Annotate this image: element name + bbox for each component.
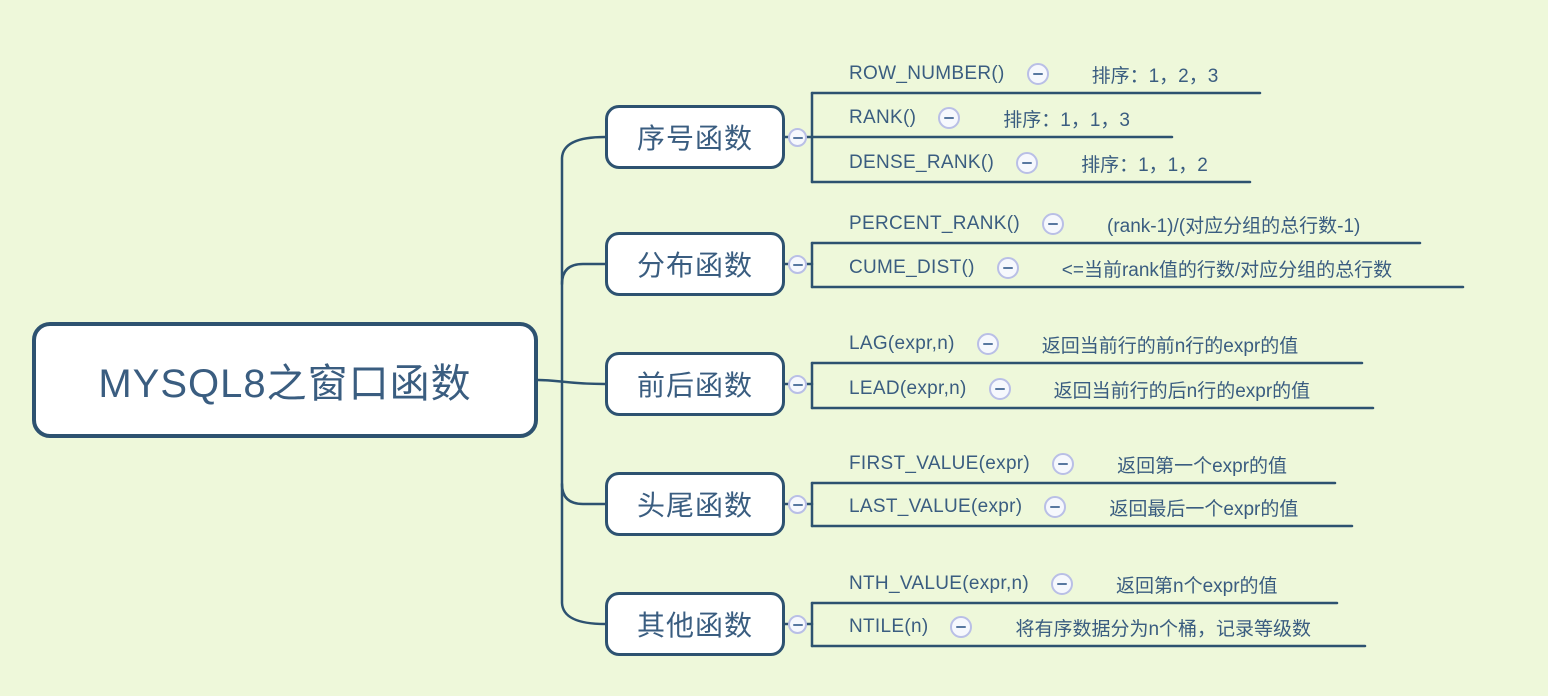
minus-glyph: [792, 503, 803, 506]
collapse-minus-icon[interactable]: [788, 615, 807, 634]
leaf-function-name: LAST_VALUE(expr): [849, 496, 1023, 517]
minus-glyph: [1048, 223, 1058, 225]
collapse-minus-icon[interactable]: [788, 375, 807, 394]
leaf-function-name: DENSE_RANK(): [849, 152, 995, 173]
minus-glyph: [792, 263, 803, 266]
leaf-topic-row-number[interactable]: ROW_NUMBER() 排序：1，2，3: [849, 57, 1218, 91]
collapse-minus-icon[interactable]: [1016, 152, 1039, 174]
minus-glyph: [792, 136, 803, 139]
leaf-function-name: LEAD(expr,n): [849, 378, 967, 399]
collapse-minus-icon[interactable]: [788, 495, 807, 514]
leaf-function-name: LAG(expr,n): [849, 333, 955, 354]
leaf-description: (rank-1)/(对应分组的总行数-1): [1107, 215, 1361, 237]
leaf-description: 排序：1，1，3: [1003, 109, 1130, 131]
collapse-minus-icon[interactable]: [950, 616, 973, 638]
collapse-minus-icon[interactable]: [988, 378, 1011, 400]
minus-glyph: [1032, 73, 1043, 75]
wire-branch4: [560, 482, 607, 506]
collapse-minus-icon[interactable]: [1052, 453, 1075, 475]
leaf-topic-ntile[interactable]: NTILE(n) 将有序数据分为n个桶，记录等级数: [849, 610, 1311, 644]
wire-trunk: [560, 135, 607, 626]
leaf-topic-dense-rank[interactable]: DENSE_RANK() 排序：1，1，2: [849, 146, 1208, 180]
branch-topic-distribution[interactable]: 分布函数: [605, 232, 785, 296]
branch-topic-first-last[interactable]: 头尾函数: [605, 472, 785, 536]
collapse-minus-icon[interactable]: [788, 255, 807, 274]
root-topic-label: MYSQL8之窗口函数: [98, 362, 472, 406]
minus-glyph: [1058, 463, 1069, 465]
minus-glyph: [956, 626, 967, 628]
collapse-minus-icon[interactable]: [1026, 63, 1049, 85]
leaf-topic-percent-rank[interactable]: PERCENT_RANK() (rank-1)/(对应分组的总行数-1): [849, 207, 1360, 241]
collapse-minus-icon[interactable]: [1051, 573, 1074, 595]
branch-topic-lag-lead[interactable]: 前后函数: [605, 352, 785, 416]
branch-label: 其他函数: [636, 610, 753, 641]
leaf-function-name: RANK(): [849, 107, 917, 128]
leaf-topic-first-value[interactable]: FIRST_VALUE(expr) 返回第一个expr的值: [849, 447, 1287, 481]
branch-topic-other[interactable]: 其他函数: [605, 592, 785, 656]
minus-glyph: [1002, 267, 1013, 269]
branch-label: 前后函数: [636, 370, 753, 401]
leaf-topic-rank[interactable]: RANK() 排序：1，1，3: [849, 101, 1130, 135]
leaf-description: 排序：1，1，2: [1081, 154, 1208, 176]
collapse-minus-icon[interactable]: [976, 333, 999, 355]
leaf-topic-cume-dist[interactable]: CUME_DIST() <=当前rank值的行数/对应分组的总行数: [849, 251, 1392, 285]
minus-glyph: [1050, 506, 1061, 508]
branch-label: 分布函数: [636, 250, 753, 281]
collapse-minus-icon[interactable]: [938, 107, 961, 129]
leaf-description: 排序：1，2，3: [1091, 65, 1219, 87]
branch-label: 头尾函数: [636, 490, 753, 521]
leaf-function-name: NTILE(n): [849, 616, 929, 637]
branch-label: 序号函数: [636, 123, 753, 154]
leaf-description: <=当前rank值的行数/对应分组的总行数: [1061, 259, 1393, 281]
wire-root: [536, 378, 607, 386]
minus-glyph: [1022, 162, 1033, 164]
leaf-function-name: FIRST_VALUE(expr): [849, 453, 1031, 474]
leaf-function-name: PERCENT_RANK(): [849, 213, 1020, 234]
leaf-description: 返回最后一个expr的值: [1109, 498, 1299, 520]
branch-topic-sequence[interactable]: 序号函数: [605, 105, 785, 169]
leaf-topic-lead[interactable]: LEAD(expr,n) 返回当前行的后n行的expr的值: [849, 372, 1310, 406]
minus-glyph: [994, 388, 1005, 390]
leaf-function-name: CUME_DIST(): [849, 257, 975, 278]
collapse-minus-icon[interactable]: [1042, 213, 1064, 235]
leaf-description: 返回当前行的前n行的expr的值: [1041, 335, 1299, 357]
minus-glyph: [792, 623, 803, 626]
wire-branch2: [560, 262, 607, 286]
leaf-function-name: NTH_VALUE(expr,n): [849, 573, 1030, 594]
root-topic[interactable]: MYSQL8之窗口函数: [32, 322, 538, 438]
leaf-topic-last-value[interactable]: LAST_VALUE(expr) 返回最后一个expr的值: [849, 490, 1298, 524]
minus-glyph: [1057, 583, 1068, 585]
leaf-topic-lag[interactable]: LAG(expr,n) 返回当前行的前n行的expr的值: [849, 327, 1298, 361]
leaf-description: 返回当前行的后n行的expr的值: [1053, 380, 1311, 402]
leaf-description: 返回第n个expr的值: [1116, 575, 1278, 597]
collapse-minus-icon[interactable]: [996, 257, 1019, 279]
leaf-topic-nth-value[interactable]: NTH_VALUE(expr,n) 返回第n个expr的值: [849, 567, 1278, 601]
minus-glyph: [792, 383, 803, 386]
leaf-description: 将有序数据分为n个桶，记录等级数: [1015, 618, 1312, 640]
collapse-minus-icon[interactable]: [788, 128, 807, 147]
leaf-function-name: ROW_NUMBER(): [849, 63, 1005, 84]
leaf-description: 返回第一个expr的值: [1117, 455, 1288, 477]
minus-glyph: [944, 117, 955, 119]
minus-glyph: [982, 343, 993, 345]
collapse-minus-icon[interactable]: [1044, 496, 1067, 518]
